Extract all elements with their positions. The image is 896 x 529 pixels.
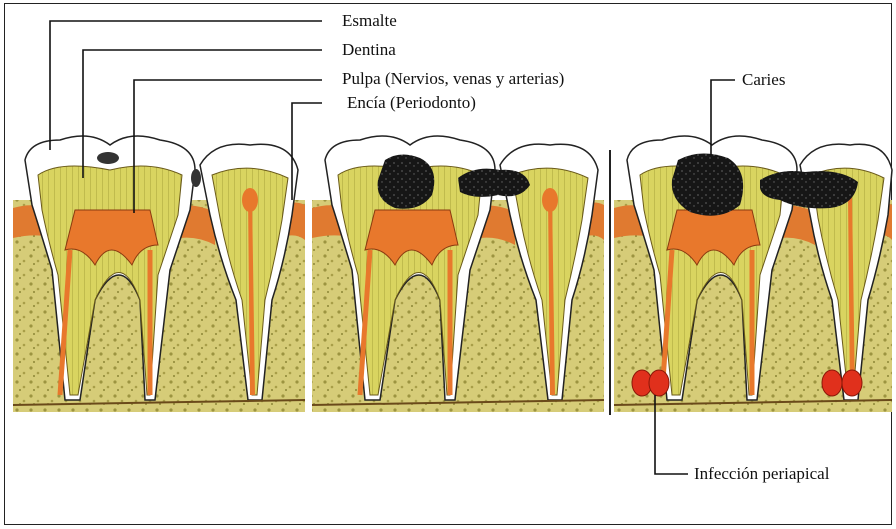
label-dentin: Dentina (342, 40, 396, 60)
label-gum: Encía (Periodonto) (347, 93, 476, 113)
label-infection: Infección periapical (694, 464, 829, 484)
panel-caries (312, 136, 604, 412)
panel-healthy (13, 136, 305, 412)
leader-enamel (50, 21, 322, 150)
label-caries: Caries (742, 70, 785, 90)
label-enamel: Esmalte (342, 11, 397, 31)
panel-infection (614, 136, 892, 412)
label-pulp: Pulpa (Nervios, venas y arterias) (342, 69, 564, 89)
